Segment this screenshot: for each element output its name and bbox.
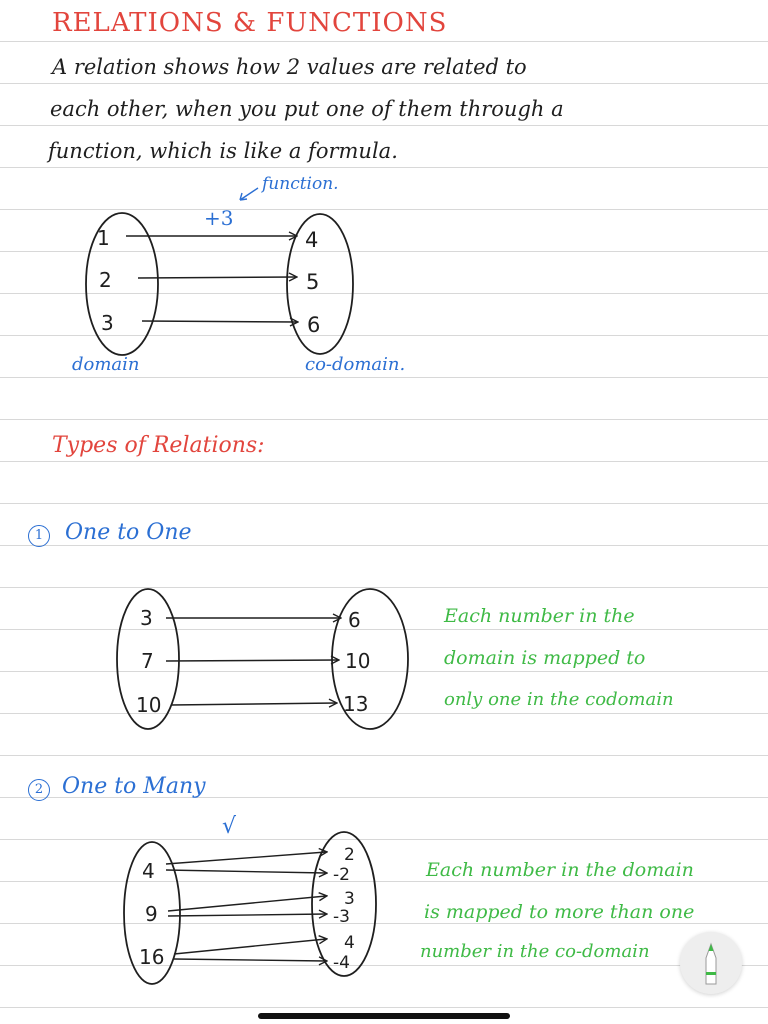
domain-value: 10	[136, 693, 161, 717]
codomain-value: -4	[333, 953, 350, 973]
codomain-value: 4	[305, 228, 318, 252]
domain-oval-3	[123, 841, 181, 985]
codomain-value: 2	[344, 845, 355, 865]
pencil-icon	[705, 942, 717, 985]
mapping-arrow	[137, 277, 296, 278]
domain-oval-1	[85, 212, 159, 356]
one-to-one-note-line-1: Each number in the	[444, 605, 635, 627]
mapping-arrow	[141, 321, 297, 322]
section-number-2: 2	[28, 779, 50, 801]
codomain-value: 3	[344, 889, 355, 909]
domain-value: 2	[99, 268, 112, 292]
mapping-arrow	[173, 959, 326, 961]
one-to-many-note-line-3: number in the co-domain	[420, 941, 650, 962]
codomain-oval-3	[311, 831, 377, 977]
one-to-one-note-line-3: only one in the codomain	[444, 689, 674, 710]
one-to-one-note-line-2: domain is mapped to	[444, 647, 646, 669]
rule-label: +3	[204, 206, 234, 230]
domain-value: 4	[142, 859, 155, 883]
domain-value: 7	[141, 649, 154, 673]
domain-value: 9	[145, 902, 158, 926]
mapping-arrow	[165, 852, 326, 865]
one-to-many-note-line-1: Each number in the domain	[426, 859, 694, 881]
intro-line-3: function, which is like a formula.	[48, 139, 398, 163]
mapping-arrow	[165, 660, 338, 661]
pencil-tool-button[interactable]	[680, 932, 742, 994]
domain-value: 16	[139, 945, 164, 969]
codomain-value: -3	[333, 907, 350, 927]
domain-value: 3	[140, 606, 153, 630]
codomain-label: co-domain.	[305, 354, 406, 375]
mapping-arrow	[167, 914, 326, 916]
domain-label: domain	[72, 354, 140, 375]
blue-pointer-arrow	[239, 187, 259, 201]
one-to-many-note-line-2: is mapped to more than one	[424, 901, 695, 923]
intro-line-1: A relation shows how 2 values are relate…	[52, 55, 527, 79]
one-to-one-heading: One to One	[65, 520, 192, 545]
codomain-value: 6	[307, 313, 320, 337]
mapping-arrow	[173, 939, 326, 955]
codomain-value: 13	[343, 692, 368, 716]
codomain-value: 5	[306, 270, 319, 294]
mapping-arrow	[170, 703, 336, 705]
sqrt-rule-label: √	[222, 814, 237, 839]
mapping-arrow	[165, 870, 326, 873]
codomain-value: -2	[333, 865, 350, 885]
codomain-value: 4	[344, 933, 355, 953]
types-heading: Types of Relations:	[52, 433, 265, 458]
domain-value: 1	[97, 226, 110, 250]
page-title: RELATIONS & FUNCTIONS	[52, 8, 448, 38]
home-indicator[interactable]	[258, 1013, 510, 1019]
codomain-value: 10	[345, 649, 370, 673]
domain-oval-2	[116, 588, 180, 730]
domain-value: 3	[101, 311, 114, 335]
one-to-many-heading: One to Many	[62, 774, 206, 799]
function-label: function.	[262, 174, 339, 194]
intro-line-2: each other, when you put one of them thr…	[50, 97, 564, 121]
mapping-arrow	[167, 896, 326, 912]
section-number-1: 1	[28, 525, 50, 547]
codomain-value: 6	[348, 608, 361, 632]
codomain-oval-1	[286, 213, 354, 355]
